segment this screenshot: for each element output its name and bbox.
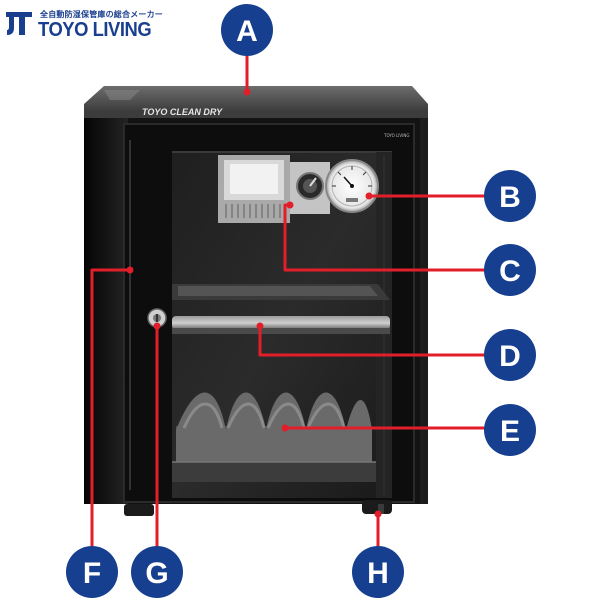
callout-badge-h: H bbox=[352, 546, 404, 598]
foam-tray bbox=[172, 392, 376, 482]
toyo-living-logo bbox=[6, 12, 32, 35]
hygrometer bbox=[325, 159, 379, 213]
shelf bbox=[172, 284, 390, 334]
cabinet-corner-label: TOYO LIVING bbox=[382, 128, 409, 142]
callout-badge-d: D bbox=[484, 329, 536, 381]
leader-endpoints bbox=[126, 88, 382, 518]
svg-text:H: H bbox=[367, 557, 389, 590]
brand-name: TOYO LIVING bbox=[38, 19, 152, 41]
callout-badge-c: C bbox=[484, 244, 536, 296]
callout-badge-f: F bbox=[66, 546, 118, 598]
control-panel bbox=[290, 162, 330, 214]
svg-text:A: A bbox=[236, 15, 258, 48]
drying-unit bbox=[218, 155, 290, 223]
leader-line-f bbox=[90, 268, 132, 558]
cabinet-top-label: TOYO CLEAN DRY bbox=[142, 107, 223, 117]
svg-text:E: E bbox=[500, 415, 520, 448]
callout-badge-b: B bbox=[484, 170, 536, 222]
cabinet-top: TOYO CLEAN DRY bbox=[84, 86, 428, 120]
svg-text:D: D bbox=[499, 340, 521, 373]
svg-text:F: F bbox=[83, 557, 101, 590]
brand-header: 全自動防湿保管庫の総合メーカー TOYO LIVING bbox=[4, 6, 204, 42]
brand-tagline: 全自動防湿保管庫の総合メーカー bbox=[40, 10, 163, 19]
callout-badge-a: A bbox=[221, 4, 273, 56]
callout-badge-g: G bbox=[131, 546, 183, 598]
callout-badge-e: E bbox=[484, 404, 536, 456]
svg-text:G: G bbox=[145, 557, 168, 590]
svg-text:TOYO LIVING: TOYO LIVING bbox=[383, 133, 409, 138]
svg-text:C: C bbox=[499, 255, 521, 288]
svg-text:B: B bbox=[499, 181, 521, 214]
leader-line-d bbox=[258, 324, 490, 357]
cabinet-feet bbox=[124, 500, 392, 516]
